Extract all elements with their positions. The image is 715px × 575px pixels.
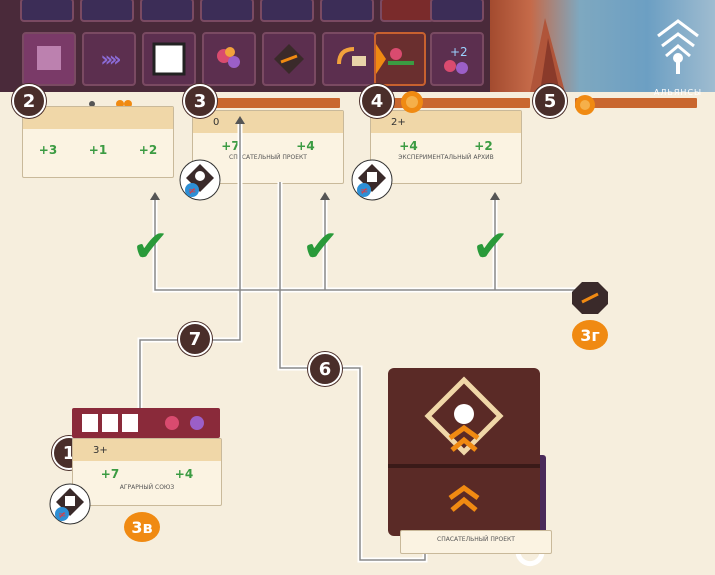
bonus-value: +7 (101, 467, 119, 481)
step-4-badge: 4 (360, 84, 394, 118)
deck-bottom-card: СПАСАТЕЛЬНЫЙ ПРОЕКТ (400, 530, 552, 554)
step-2-badge: 2 (12, 84, 46, 118)
project-token-icon (570, 280, 610, 316)
badge-3v: 3в (124, 512, 160, 542)
svg-text:≠: ≠ (58, 510, 66, 521)
energy-token-icon (572, 92, 598, 118)
project-diamond-icon: ≠ (48, 482, 92, 526)
card-1-header (72, 408, 220, 438)
card-deck[interactable] (388, 368, 540, 536)
step-6-badge: 6 (308, 352, 342, 386)
step-7-badge: 7 (178, 322, 212, 356)
check-icon: ✔ (472, 225, 509, 269)
badge-3g: 3г (572, 320, 608, 350)
card-title: СПАСАТЕЛЬНЫЙ ПРОЕКТ (401, 531, 551, 544)
card-title: АГРАРНЫЙ СОЮЗ (73, 485, 221, 492)
step-3-badge: 3 (183, 84, 217, 118)
step-5-badge: 5 (533, 84, 567, 118)
check-icon: ✔ (302, 225, 339, 269)
card-cost: 3+ (93, 445, 108, 456)
check-icon: ✔ (132, 225, 169, 269)
card-cost-row: 3+ (73, 439, 221, 461)
bonus-value: +4 (175, 467, 193, 481)
alliance-card-1[interactable]: 3+ +7 +4 АГРАРНЫЙ СОЮЗ (72, 438, 222, 506)
energy-token-icon (398, 88, 426, 116)
